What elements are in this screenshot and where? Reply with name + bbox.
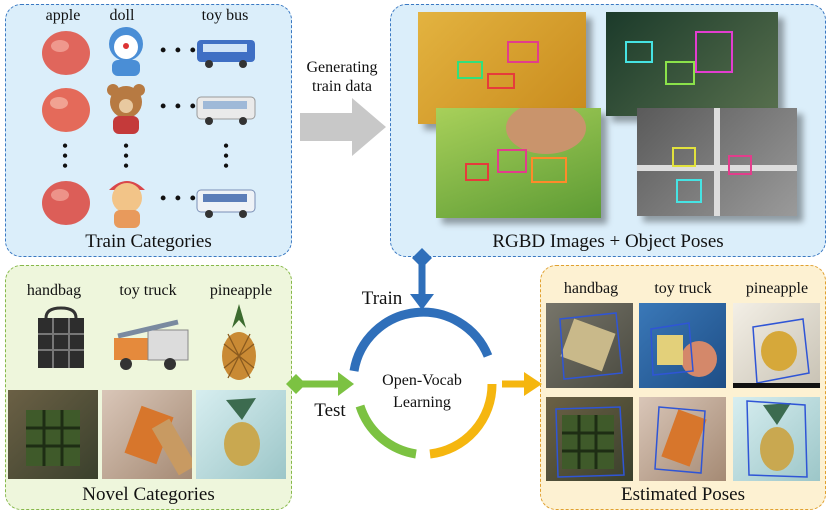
horizontal-ellipsis-3: • • •: [160, 188, 198, 208]
generate-arrow: [300, 98, 386, 156]
toy-truck-image: [114, 319, 189, 370]
label-doll: doll: [109, 7, 135, 24]
novel-scene-pineapple: [196, 390, 286, 479]
estimated-truck-1: [639, 303, 726, 388]
apple-image-3: [42, 181, 90, 225]
doll-image-1: [109, 27, 143, 76]
generating-train-data-label: Generating train data: [306, 59, 378, 95]
vertical-ellipsis-3: •••: [223, 138, 229, 175]
novel-label-toy-truck: toy truck: [119, 282, 177, 299]
toy-bus-image-2: [196, 96, 256, 125]
estimated-pineapple-2: [733, 397, 820, 481]
estimated-handbag-2: [546, 397, 633, 481]
estimated-label-pineapple: pineapple: [745, 280, 809, 297]
learning-cycle-diagram: [286, 248, 542, 459]
train-arrow-label: Train: [361, 288, 403, 309]
estimated-label-toy-truck: toy truck: [654, 280, 712, 297]
open-vocab-learning-label: Open-Vocab Learning: [382, 372, 462, 411]
handbag-image: [38, 306, 84, 368]
vertical-ellipsis-2: •••: [123, 138, 129, 175]
rgbd-image-dark-green: [606, 12, 778, 116]
vertical-ellipsis-1: •••: [62, 138, 68, 175]
estimated-pineapple-1: [733, 303, 820, 388]
estimated-label-handbag: handbag: [563, 280, 619, 297]
rgbd-caption: RGBD Images + Object Poses: [492, 231, 724, 252]
horizontal-ellipsis-2: • • •: [160, 96, 198, 116]
horizontal-ellipsis-1: • • •: [160, 40, 198, 60]
rgbd-image-grass: [436, 108, 601, 218]
apple-image-2: [42, 88, 90, 132]
novel-label-handbag: handbag: [26, 282, 82, 299]
doll-image-2: [107, 84, 145, 134]
label-apple: apple: [45, 7, 81, 24]
pineapple-image: [222, 304, 256, 380]
novel-scene-truck: [102, 390, 192, 479]
toy-bus-image-1: [197, 40, 255, 68]
train-categories-caption: Train Categories: [85, 231, 212, 252]
estimated-poses-caption: Estimated Poses: [620, 484, 746, 505]
doll-image-3: [109, 181, 145, 228]
label-toy-bus: toy bus: [201, 7, 249, 24]
apple-image-1: [42, 31, 90, 75]
test-arrow-label: Test: [314, 400, 346, 421]
toy-bus-image-3: [196, 189, 256, 218]
novel-categories-caption: Novel Categories: [82, 484, 215, 505]
estimated-handbag-1: [546, 303, 633, 388]
novel-scene-handbag: [8, 390, 98, 479]
rgbd-image-yellow: [418, 12, 586, 124]
rgbd-image-gray: [637, 108, 797, 216]
estimated-truck-2: [639, 397, 726, 481]
novel-label-pineapple: pineapple: [209, 282, 273, 299]
